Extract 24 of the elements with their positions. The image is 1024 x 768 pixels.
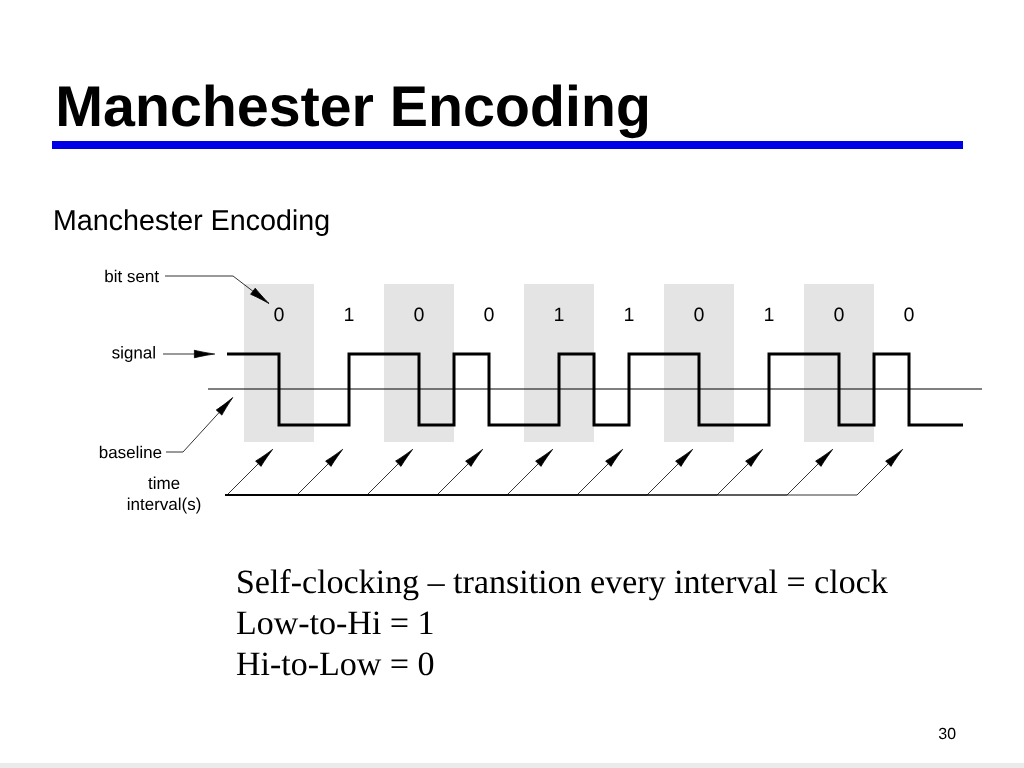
callout-label: baseline [99, 445, 162, 459]
callout-label: signal [112, 346, 155, 362]
bit-value: 1 [555, 307, 564, 321]
bit-value: 0 [484, 307, 494, 322]
body-text: Hi-to-Low = 0 [236, 652, 434, 676]
bit-value: 0 [694, 307, 704, 322]
body-text: Self-clocking – transition every interval = clock [238, 569, 888, 601]
leader-arrow [165, 397, 234, 453]
bit-value: 0 [904, 307, 914, 322]
bit-value: 1 [765, 307, 774, 321]
bit-value: 0 [274, 307, 284, 322]
signal-waveform [227, 352, 963, 427]
bit-value: 0 [834, 307, 844, 322]
body-text: Low-to-Hi = 1 [236, 611, 433, 635]
figure-heading: Manchester Encoding [55, 209, 329, 236]
bit-value: 0 [414, 307, 424, 322]
bit-value: 1 [625, 307, 634, 321]
pointer-arrow [162, 349, 216, 359]
callout-label: time interval(s) [127, 476, 201, 514]
bit-value: 1 [345, 307, 354, 321]
callout-label: bit sent [105, 269, 159, 283]
page-number: 30 [938, 727, 956, 740]
leader-arrow [164, 275, 270, 304]
slide-title: Manchester Encoding [59, 84, 648, 139]
